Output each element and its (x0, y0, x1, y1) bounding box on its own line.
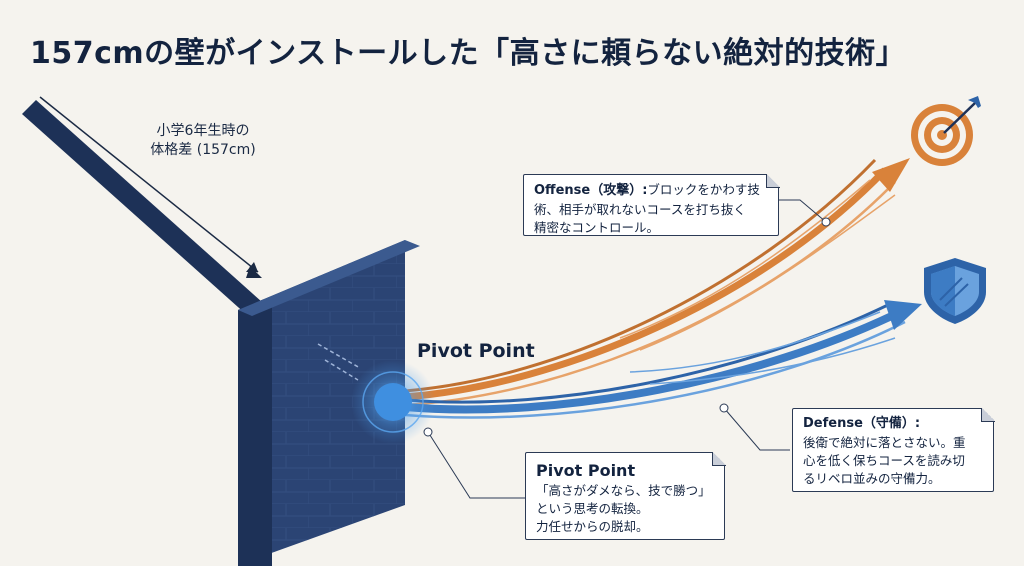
offense-note: Offense（攻撃）:ブロックをかわす技 術、相手が取れないコースを打ち抜く … (523, 173, 780, 236)
height-gap-label: 小学6年生時の 体格差 (157cm) (150, 123, 256, 158)
target-icon (911, 96, 981, 166)
note-connectors (423, 199, 831, 499)
pivot-point-label: Pivot Point (417, 340, 535, 362)
pivot-point-marker (351, 360, 435, 444)
wall (238, 240, 420, 566)
pivot-point-note: Pivot Point 「高さがダメなら、技で勝つ」 という思考の転換。 力任せ… (525, 451, 726, 540)
page-title: 157cmの壁がインストールした「高さに頼らない絶対的技術」 (30, 36, 907, 71)
shield-icon (924, 258, 986, 324)
height-pole (22, 96, 262, 316)
defense-note: Defense（守備）: 後衛で絶対に落とさない。重 心を低く保ちコースを読み切… (792, 407, 995, 492)
defense-arrows (404, 300, 922, 419)
